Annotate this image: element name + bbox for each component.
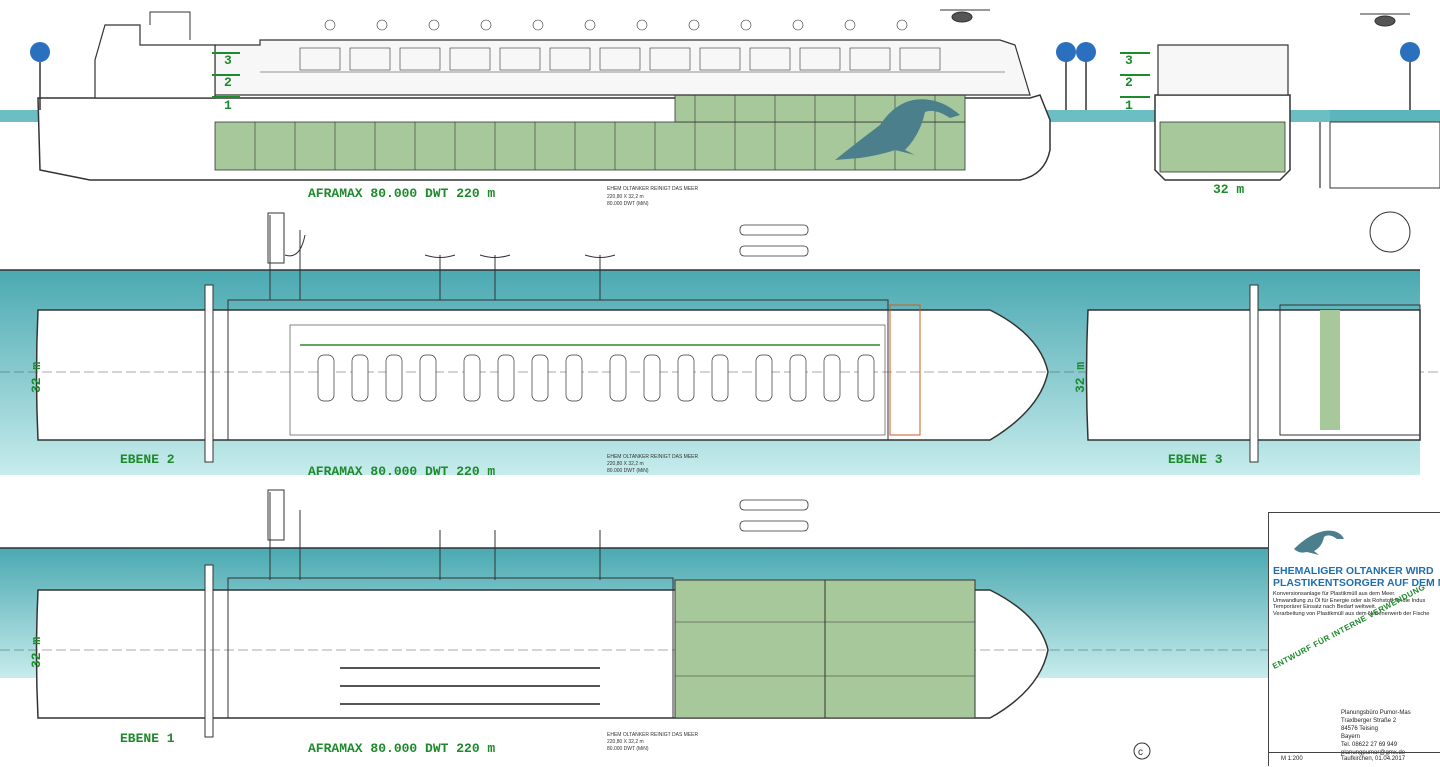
deck-number-marker (532, 19, 544, 31)
process-tank (823, 354, 841, 402)
address-block: Planungsbüro Pumor-Mas Traxlberger Straß… (1341, 709, 1439, 757)
title-line-1: EHEMALIGER OLTANKER WIRD (1273, 565, 1434, 577)
plan-level-2: EBENE 2 AFRAMAX 80.000 DWT 220 m EHEM OL… (0, 211, 1440, 532)
deck-number-marker (844, 19, 856, 31)
deck-number-marker (584, 19, 596, 31)
deck-number-marker (376, 19, 388, 31)
processing-deck-side (214, 39, 1031, 98)
cranes-mid (267, 212, 616, 300)
bottom-note-1: EHEM OLTANKER REINIGT DAS MEER (607, 732, 699, 738)
plan-level-1: EBENE 1 AFRAMAX 80.000 DWT 220 m EHEM OL… (0, 489, 1270, 756)
process-tank (609, 354, 627, 402)
process-tank (497, 354, 515, 402)
level-2-label: 2 (224, 75, 232, 90)
section-width-label: 32 m (1213, 182, 1244, 197)
mid-note-3: 80.000 DWT (MiN) (607, 468, 649, 474)
process-tank (677, 354, 695, 402)
desc-line-1: Konversionsanlage für Plastikmüll aus de… (1273, 591, 1396, 597)
bottom-note-2: 220,80 X 32,2 m (607, 739, 644, 745)
process-tank (463, 354, 481, 402)
date-text: Taufkirchen, 01.04.2017 (1341, 756, 1406, 762)
level-1-label: 1 (224, 98, 232, 113)
deck-numbers (324, 19, 908, 31)
top-note-2: 220,80 X 32,2 m (607, 194, 644, 200)
bottom-ship-title: AFRAMAX 80.000 DWT 220 m (308, 741, 495, 756)
deck-number-marker (688, 19, 700, 31)
section-level-3: 3 (1125, 53, 1133, 68)
top-note-3: 80.000 DWT (MiN) (607, 201, 649, 207)
process-tank (755, 354, 773, 402)
bottom-green-tanks (674, 579, 976, 719)
process-tank (385, 354, 403, 402)
bottom-width-label: 32 m (29, 637, 44, 668)
title-block-heading: EHEMALIGER OLTANKER WIRD PLASTIKENTSORGE… (1273, 565, 1440, 589)
svg-text:c: c (1138, 747, 1143, 758)
helipad-icon (1369, 211, 1411, 253)
ebene-1-label: EBENE 1 (120, 731, 175, 746)
process-tank (857, 354, 875, 402)
top-note-1: EHEM OLTANKER REINIGT DAS MEER (607, 186, 699, 192)
ebene-3-label: EBENE 3 (1168, 452, 1223, 467)
process-tank (565, 354, 583, 402)
title-block-description: Konversionsanlage für Plastikmüll aus de… (1273, 591, 1439, 617)
desc-line-4: Verarbeitung von Plastikmüll aus dem Neb… (1273, 610, 1430, 617)
top-ship-title: AFRAMAX 80.000 DWT 220 m (308, 186, 495, 201)
addr-2: Traxlberger Straße 2 (1341, 718, 1397, 724)
addr-6: planungpumor@gmx.de (1341, 750, 1406, 756)
level-3-label: 3 (224, 53, 232, 68)
mid-note-1: EHEM OLTANKER REINIGT DAS MEER (607, 454, 699, 460)
bottom-note-3: 80.000 DWT (MiN) (607, 746, 649, 752)
bridge-superstructure (94, 24, 216, 99)
copyright-icon: c (1133, 742, 1151, 760)
process-tank (789, 354, 807, 402)
ebene-2-label: EBENE 2 (120, 452, 175, 467)
process-tank (711, 354, 729, 402)
process-tank (351, 354, 369, 402)
dolphin-graphic (835, 99, 960, 160)
addr-4: Bayern (1341, 734, 1361, 740)
mid-note-2: 220,80 X 32,2 m (607, 461, 644, 467)
deck-number-marker (480, 19, 492, 31)
title-block-footer: M 1:200 Taufkirchen, 01.04.2017 (1269, 752, 1440, 767)
process-tank (419, 354, 437, 402)
addr-3: 84576 Teising (1341, 726, 1378, 732)
side-elevation: 3 2 1 AFRAMAX 80.000 DWT 220 m EHEM OLTA… (0, 9, 1440, 207)
deck-number-marker (636, 19, 648, 31)
title-line-2: PLASTIKENTSORGER AUF DEM MEER (1273, 577, 1440, 589)
mid-width-label-left: 32 m (29, 362, 44, 393)
palm-trees-left (30, 42, 1420, 110)
addr-1: Planungsbüro Pumor-Mas (1341, 710, 1411, 716)
section-level-1: 1 (1125, 98, 1133, 113)
process-tank (317, 354, 335, 402)
deck-number-marker (324, 19, 336, 31)
cargo-tanks-side (214, 121, 966, 171)
deck-number-marker (792, 19, 804, 31)
helicopter-icon (940, 9, 1410, 27)
section-level-2: 2 (1125, 75, 1133, 90)
copyright-box: c (1132, 739, 1260, 763)
scale-text: M 1:200 (1281, 756, 1303, 762)
desc-line-3: Temporärer Einsatz nach Bedarf weltweit. (1273, 604, 1377, 611)
mid-ship-title: AFRAMAX 80.000 DWT 220 m (308, 464, 495, 479)
process-tank (643, 354, 661, 402)
mid-width-label-right: 32 m (1073, 362, 1088, 393)
cranes-bottom (267, 489, 601, 580)
desc-line-2: Umwandlung zu Öl für Energie oder als Ro… (1273, 597, 1426, 604)
addr-5: Tel. 08622 27 69 949 (1341, 742, 1398, 748)
process-tank (531, 354, 549, 402)
dolphin-logo (1294, 530, 1344, 555)
deck-number-marker (740, 19, 752, 31)
deck-number-marker (896, 19, 908, 31)
cross-section (1110, 44, 1440, 189)
title-block: EHEMALIGER OLTANKER WIRD PLASTIKENTSORGE… (1268, 512, 1440, 766)
deck-number-marker (428, 19, 440, 31)
